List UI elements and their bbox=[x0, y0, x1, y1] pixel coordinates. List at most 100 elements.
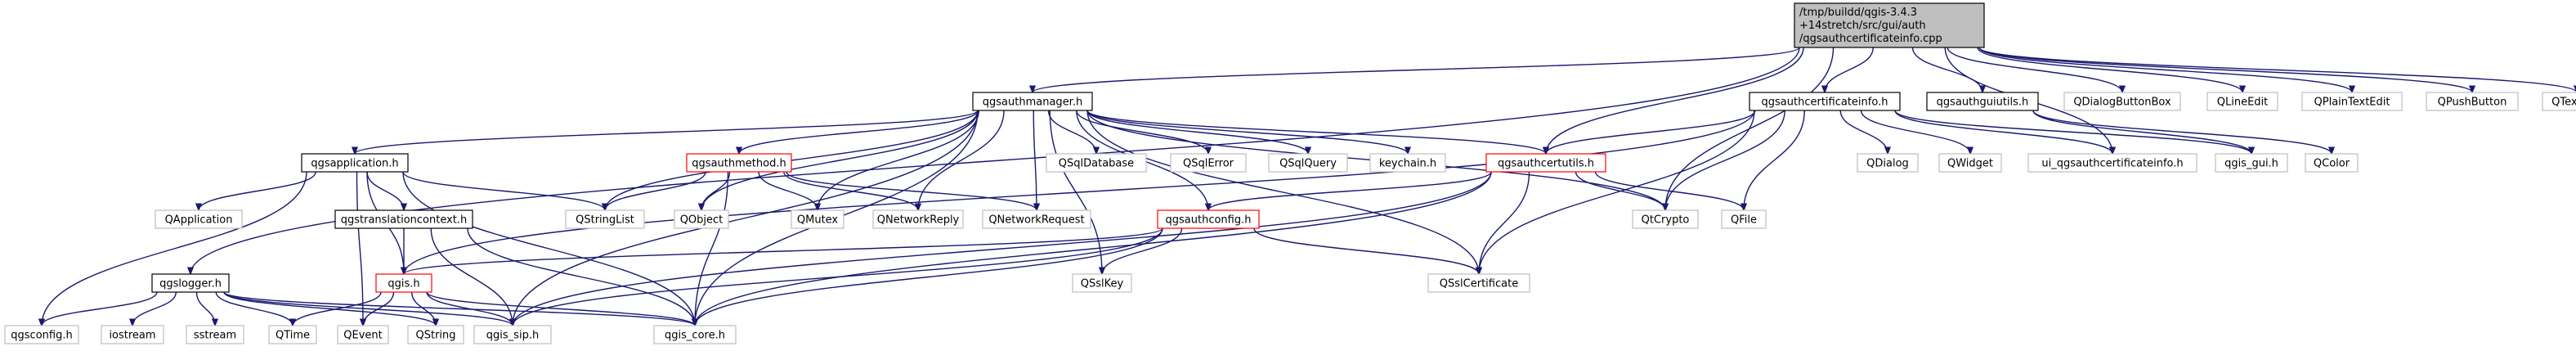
node-box bbox=[686, 153, 792, 173]
node-box bbox=[155, 209, 243, 229]
node-label: QPlainTextEdit bbox=[2314, 97, 2390, 109]
node-label: QApplication bbox=[165, 214, 233, 227]
node-QTextEdit[interactable]: QTextEdit bbox=[2542, 92, 2576, 111]
node-label: QStringList bbox=[576, 214, 634, 227]
node-QWidget[interactable]: QWidget bbox=[1938, 153, 2002, 173]
node-box bbox=[4, 325, 79, 344]
node-qgsauthmanager[interactable]: qgsauthmanager.h bbox=[972, 92, 1093, 111]
edge-qgslogger-to-iostream bbox=[132, 291, 177, 326]
node-keychain[interactable]: keychain.h bbox=[1369, 153, 1446, 173]
node-QLineEdit[interactable]: QLineEdit bbox=[2206, 92, 2278, 111]
edge-qgsauthcertutils-to-QSslCertificate bbox=[1479, 171, 1530, 274]
node-QSqlDatabase[interactable]: QSqlDatabase bbox=[1046, 153, 1147, 173]
node-QSqlQuery[interactable]: QSqlQuery bbox=[1268, 153, 1348, 173]
edge-qgsauthmanager-to-keychain bbox=[1086, 110, 1408, 154]
edge-qgis_h-to-qgis_sip bbox=[426, 291, 513, 326]
node-QFile[interactable]: QFile bbox=[1721, 209, 1767, 229]
node-label: QEvent bbox=[343, 330, 382, 342]
node-label: QTime bbox=[276, 330, 310, 342]
node-label: ui_qgsauthcertificateinfo.h bbox=[2041, 158, 2183, 170]
node-QtCrypto[interactable]: QtCrypto bbox=[1632, 209, 1699, 229]
node-label: QTextEdit bbox=[2551, 97, 2576, 109]
edge-qgsauthmethod-to-QObject bbox=[701, 171, 731, 210]
node-qgis_core[interactable]: qgis_core.h bbox=[653, 325, 737, 344]
edge-qgslogger-to-qgis_sip bbox=[223, 291, 513, 326]
edge-qgsauthmanager-to-qgsapplication bbox=[355, 110, 979, 155]
node-box bbox=[407, 325, 464, 344]
node-label: QFile bbox=[1731, 214, 1757, 227]
node-QDialogButtonBox[interactable]: QDialogButtonBox bbox=[2063, 92, 2181, 111]
edge-qgslogger-to-sstream bbox=[195, 291, 216, 326]
node-qgstranslationcontext[interactable]: qgstranslationcontext.h bbox=[334, 209, 473, 229]
edge-qgsauthmethod-to-QNetworkRequest bbox=[786, 171, 1037, 210]
node-qgis_sip[interactable]: qgis_sip.h bbox=[473, 325, 552, 344]
node-label: QSslKey bbox=[1081, 278, 1124, 290]
node-label: qgsapplication.h bbox=[311, 158, 398, 170]
node-QSqlError[interactable]: QSqlError bbox=[1170, 153, 1247, 173]
node-label: qgsauthmanager.h bbox=[983, 97, 1082, 109]
node-box bbox=[1749, 92, 1901, 111]
node-iostream[interactable]: iostream bbox=[101, 325, 164, 344]
node-label: QSslCertificate bbox=[1440, 278, 1518, 290]
node-label: QSqlError bbox=[1183, 158, 1234, 170]
edge-root-to-QTextEdit bbox=[1978, 47, 2576, 92]
node-label: qgis_core.h bbox=[665, 330, 725, 342]
node-QString[interactable]: QString bbox=[407, 325, 464, 344]
node-box bbox=[2063, 92, 2181, 111]
node-qgsauthconfig[interactable]: qgsauthconfig.h bbox=[1157, 209, 1260, 229]
edge-qgsauthcertificateinfo_h-to-qgis_h bbox=[404, 110, 1755, 274]
node-label: QWidget bbox=[1947, 158, 1993, 170]
edge-qgsauthcertificateinfo_h-to-QtCrypto bbox=[1665, 110, 1785, 210]
node-qgsconfig[interactable]: qgsconfig.h bbox=[4, 325, 79, 344]
node-box bbox=[791, 209, 844, 229]
node-qgsauthcertificateinfo_h[interactable]: qgsauthcertificateinfo.h bbox=[1749, 92, 1901, 111]
node-label: qgsauthcertutils.h bbox=[1498, 158, 1594, 170]
node-QNetworkReply[interactable]: QNetworkReply bbox=[872, 209, 964, 229]
node-QNetworkRequest[interactable]: QNetworkRequest bbox=[982, 209, 1091, 229]
edge-qgsauthmethod-to-QStringList bbox=[605, 171, 706, 210]
node-label: qgsauthconfig.h bbox=[1166, 214, 1252, 227]
node-root[interactable]: /tmp/buildd/qgis-3.4.3+14stretch/src/gui… bbox=[1794, 2, 1985, 48]
node-box bbox=[1369, 153, 1446, 173]
node-box bbox=[375, 273, 432, 293]
node-QStringList[interactable]: QStringList bbox=[565, 209, 645, 229]
node-qgis_gui[interactable]: qgis_gui.h bbox=[2215, 153, 2288, 173]
node-label: qgis_sip.h bbox=[486, 330, 539, 342]
node-label: qgslogger.h bbox=[159, 278, 222, 290]
node-qgsauthmethod[interactable]: qgsauthmethod.h bbox=[686, 153, 792, 173]
node-qgsauthguiutils[interactable]: qgsauthguiutils.h bbox=[1926, 92, 2039, 111]
node-box bbox=[2301, 92, 2403, 111]
edge-qgsauthmanager-to-QNetworkReply bbox=[918, 110, 1005, 210]
node-QPushButton[interactable]: QPushButton bbox=[2426, 92, 2519, 111]
node-QDialog[interactable]: QDialog bbox=[1857, 153, 1919, 173]
node-ui_qgsauthcertificateinfo[interactable]: ui_qgsauthcertificateinfo.h bbox=[2027, 153, 2197, 173]
node-QTime[interactable]: QTime bbox=[268, 325, 317, 344]
node-qgsauthcertutils[interactable]: qgsauthcertutils.h bbox=[1485, 153, 1606, 173]
edge-qgsauthmanager-to-QSqlError bbox=[1076, 110, 1208, 154]
edge-qgstranslationcontext-to-qgis_core bbox=[467, 227, 695, 326]
node-QEvent[interactable]: QEvent bbox=[337, 325, 389, 344]
node-label: QPushButton bbox=[2438, 97, 2507, 109]
node-QPlainTextEdit[interactable]: QPlainTextEdit bbox=[2301, 92, 2403, 111]
node-QApplication[interactable]: QApplication bbox=[155, 209, 243, 229]
node-box bbox=[101, 325, 164, 344]
node-box bbox=[653, 325, 737, 344]
node-QObject[interactable]: QObject bbox=[674, 209, 729, 229]
edges-layer bbox=[42, 47, 2576, 326]
node-QColor[interactable]: QColor bbox=[2305, 153, 2359, 173]
edge-qgsauthcertificateinfo_h-to-QFile bbox=[1744, 110, 1805, 210]
node-box bbox=[2206, 92, 2278, 111]
node-label: /tmp/buildd/qgis-3.4.3+14stretch/src/gui… bbox=[1799, 7, 1942, 45]
node-qgsapplication[interactable]: qgsapplication.h bbox=[301, 153, 409, 173]
edge-root-to-qgsauthguiutils bbox=[1911, 47, 1983, 92]
edge-qgsapplication-to-QStringList bbox=[402, 171, 605, 210]
node-qgslogger[interactable]: qgslogger.h bbox=[151, 273, 230, 293]
node-QSslCertificate[interactable]: QSslCertificate bbox=[1427, 273, 1530, 293]
edge-qgsauthcertificateinfo_h-to-QSslCertificate bbox=[1479, 110, 1755, 274]
edge-qgsauthguiutils-to-qgis_gui bbox=[2032, 110, 2251, 154]
node-QSslKey[interactable]: QSslKey bbox=[1072, 273, 1132, 293]
edge-qgsauthmethod-to-QNetworkReply bbox=[783, 171, 918, 210]
node-qgis_h[interactable]: qgis.h bbox=[375, 273, 432, 293]
node-sstream[interactable]: sstream bbox=[186, 325, 244, 344]
node-QMutex[interactable]: QMutex bbox=[791, 209, 844, 229]
